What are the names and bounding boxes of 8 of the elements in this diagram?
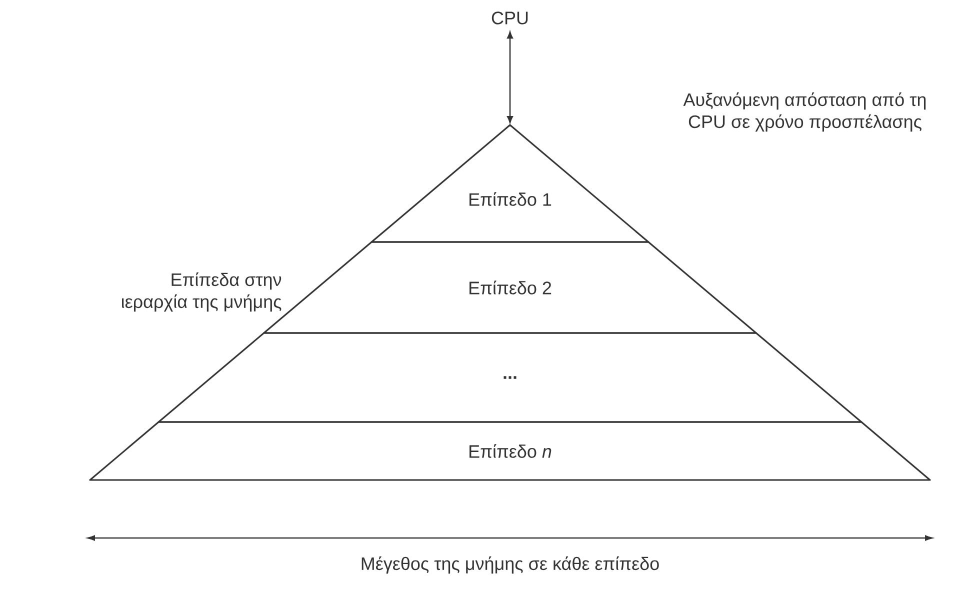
pyramid-level: Επίπεδο 1 [370, 124, 650, 243]
pyramid-level: ... [158, 332, 862, 423]
level-note: Επίπεδα στην ιεραρχία της μνήμης [122, 272, 282, 312]
arrow [507, 32, 513, 124]
pyramid-level: Επίπεδο n [89, 421, 931, 481]
size-note: Μέγεθος της μνήμης σε κάθε επίπεδο [362, 556, 659, 574]
cpu-label: CPU [492, 12, 528, 24]
distance-note: Αυξανόμενη απόσταση από τη CPU σε χρόνο προσπέλασης [683, 92, 926, 132]
